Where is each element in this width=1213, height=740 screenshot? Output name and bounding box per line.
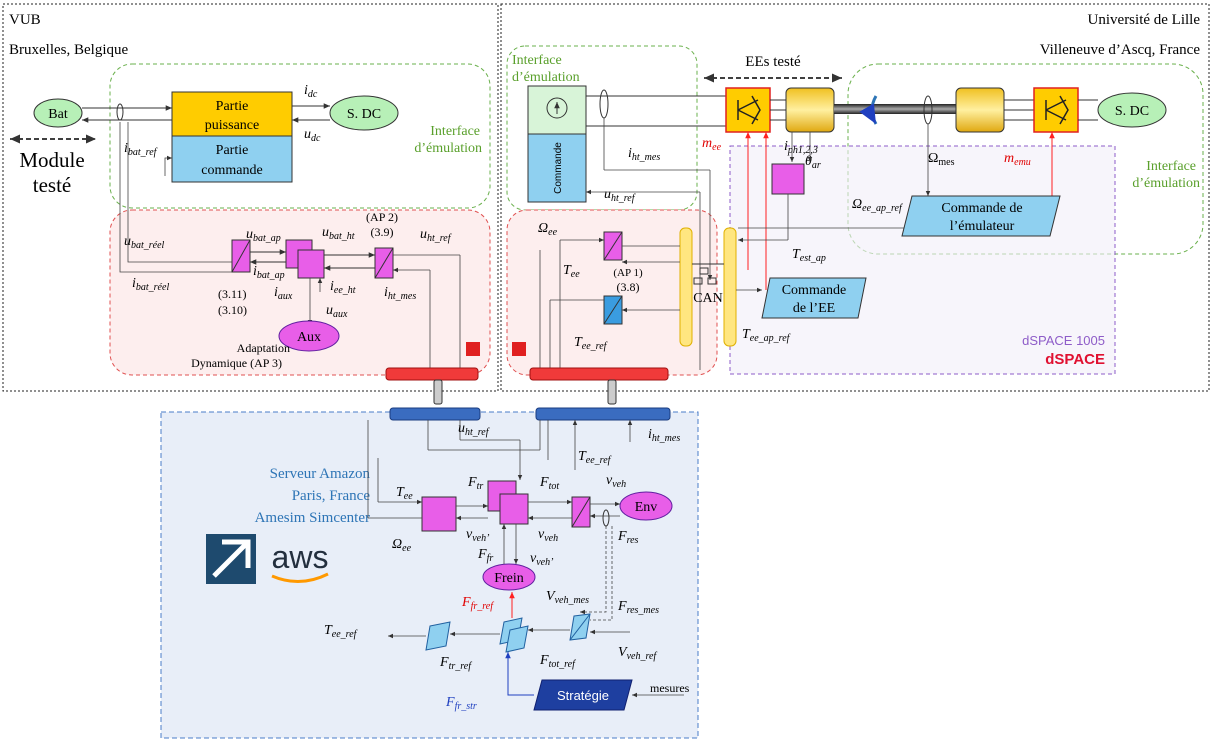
serveur-label-1: Serveur Amazon (270, 466, 371, 482)
can-bar-right (723, 227, 737, 347)
aws-logo: aws (272, 539, 329, 575)
block-split-b (505, 625, 529, 653)
can-label: CAN (693, 291, 723, 306)
rotation-icon (859, 95, 878, 125)
strategie-label: Stratégie (557, 688, 609, 703)
label-ref38: (3.8) (617, 280, 640, 294)
partie-puissance-label-2: puissance (205, 118, 259, 133)
rt-logo-icon-lille (512, 342, 526, 356)
env-node (619, 491, 673, 521)
module-label-1: Module (19, 148, 84, 172)
commande-vertical-box (527, 133, 587, 203)
vub-emulation-region (109, 63, 491, 209)
block-estimator (771, 163, 805, 195)
commande-ee-box (761, 277, 867, 319)
dspace-label: dSPACE 1005 (1022, 333, 1105, 348)
link-connector-left-icon (433, 379, 443, 405)
block-veh-b (499, 493, 529, 525)
module-label-2: testé (33, 173, 71, 197)
lille-interface-left-1: Interface (512, 53, 562, 68)
battery-node (33, 98, 83, 128)
vub-adaptation-region (109, 209, 491, 376)
serveur-label-2: Paris, France (292, 488, 371, 504)
sdc-left-node (329, 95, 399, 131)
cloud-bus-right (535, 407, 671, 421)
commande-vertical-label: Commande (553, 142, 564, 194)
motor-right-icon (955, 87, 1005, 133)
lille-bus-bar (529, 367, 669, 381)
frein-node (482, 563, 536, 591)
battery-label: Bat (48, 107, 68, 122)
partie-puissance-box (171, 91, 293, 137)
lille-location: Villeneuve d’Ascq, France (1040, 42, 1201, 58)
cloud-bus-left (389, 407, 481, 421)
inverter-left-icon (725, 87, 771, 133)
label-ref39: (3.9) (371, 225, 394, 239)
vub-title: VUB (9, 12, 41, 28)
ees-label: EEs testé (745, 54, 801, 70)
block-ee-model (421, 496, 457, 532)
partie-puissance-label-1: Partie (216, 99, 249, 114)
vub-interface-label-1: Interface (430, 124, 480, 139)
frein-label: Frein (494, 571, 524, 586)
mesures-label: mesures (650, 681, 690, 695)
aws-smile-icon (271, 572, 329, 583)
sdc-right-label: S. DC (1115, 104, 1149, 119)
sdc-left-label: S. DC (347, 107, 381, 122)
strategie-box (533, 679, 633, 711)
label-ref311: (3.11) (218, 287, 247, 301)
vub-bus-bar (385, 367, 479, 381)
motor-left-icon (785, 87, 835, 133)
partie-commande-label-2: commande (201, 163, 262, 178)
label-ref310: (3.10) (218, 303, 247, 317)
lille-interface-right-1: Interface (1146, 159, 1196, 174)
lille-interface-left-2: d’émulation (512, 70, 580, 85)
dspace-logo: dSPACE (1045, 351, 1105, 368)
commande-emulateur-box (901, 195, 1061, 237)
serveur-label-3: Amesim Simcenter (255, 510, 370, 526)
adaptation-label-2: Dynamique (AP 3) (191, 356, 282, 370)
partie-commande-label-1: Partie (216, 143, 249, 158)
aux-label: Aux (297, 330, 321, 345)
shaft-icon (834, 104, 956, 114)
commande-ee-label-2: de l’EE (793, 301, 835, 316)
block-central-b (297, 249, 325, 279)
link-connector-right-icon (607, 379, 617, 405)
vub-location: Bruxelles, Belgique (9, 42, 128, 58)
lille-interface-right-2: d’émulation (1132, 176, 1200, 191)
inverter-right-icon (1033, 87, 1079, 133)
partie-commande-box (171, 135, 293, 183)
label-ap1: (AP 1) (613, 267, 643, 279)
commande-emulateur-label-2: l’émulateur (950, 219, 1015, 234)
rt-logo-icon-vub (466, 342, 480, 356)
env-label: Env (635, 500, 658, 515)
aux-node (278, 320, 340, 352)
current-source-icon (546, 97, 568, 119)
label-ap2: (AP 2) (366, 210, 398, 224)
network-icon (699, 267, 709, 275)
sdc-right-node (1097, 92, 1167, 128)
commande-emulateur-label-1: Commande de (941, 201, 1022, 216)
commande-ee-label-1: Commande (782, 283, 847, 298)
can-bar-left (679, 227, 693, 347)
block-tee-ref (425, 621, 451, 651)
lille-title: Université de Lille (1088, 12, 1201, 28)
adaptation-label-1: Adaptation (237, 341, 290, 355)
vub-interface-label-2: d’émulation (414, 141, 482, 156)
